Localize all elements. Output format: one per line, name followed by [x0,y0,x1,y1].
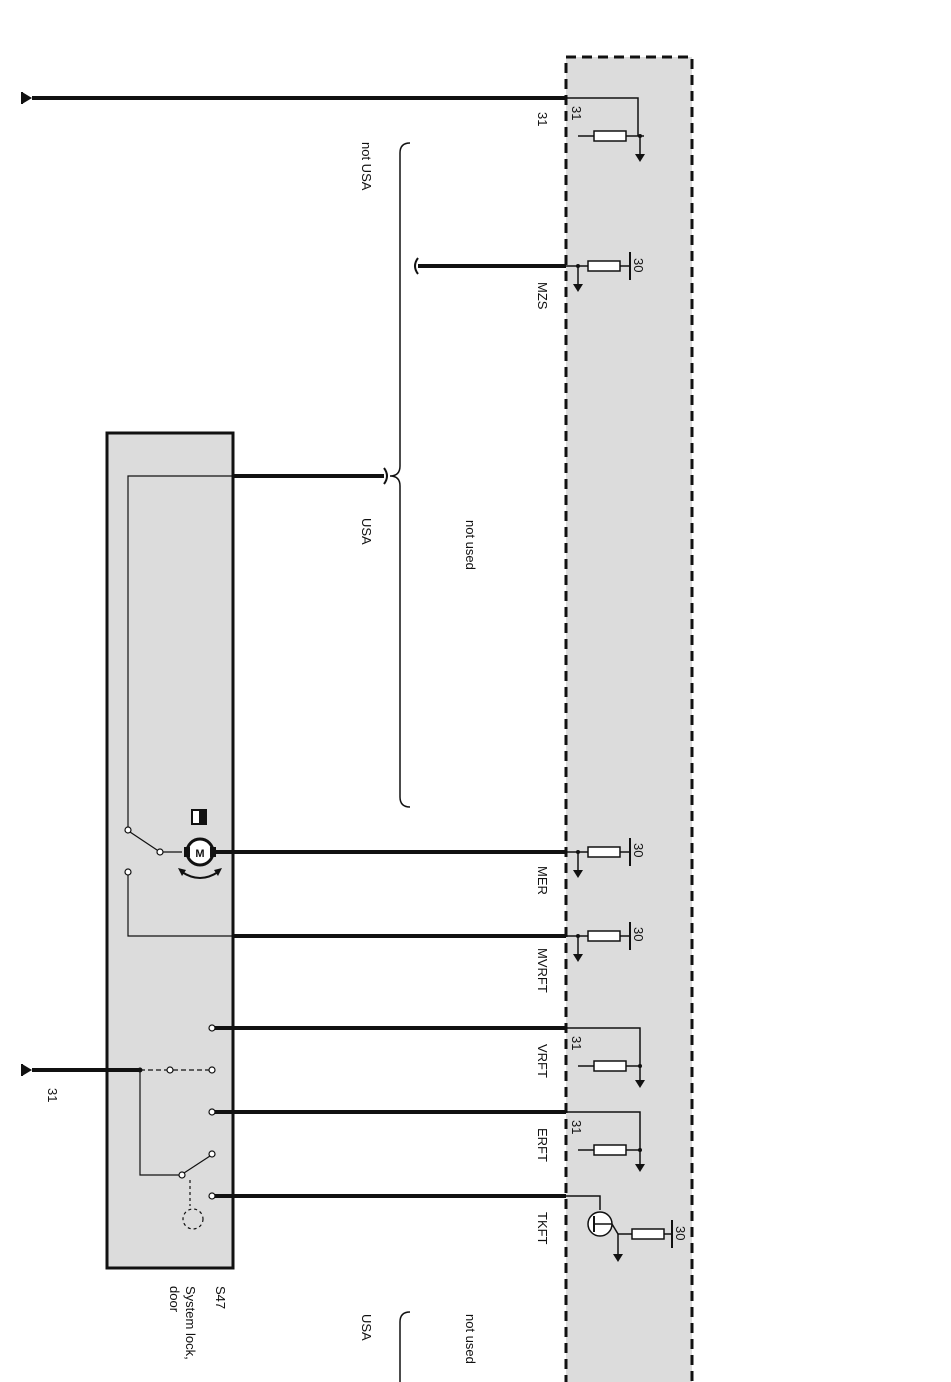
term-31-top: 31 [569,106,584,120]
term-30-mvrft: 30 [631,927,646,941]
label-erft: ERFT [535,1128,550,1162]
motor-icon: M [178,809,222,879]
label-not-used-bottom: not used [463,1314,478,1364]
label-s47-code: S47 [213,1286,228,1309]
label-mer: MER [535,866,550,895]
vrft-wire [215,1026,645,1088]
label-tkft: TKFT [535,1212,550,1245]
term-31-vrft: 31 [569,1036,584,1050]
label-usa-bottom: USA [359,1314,374,1341]
term-30-mer: 30 [631,843,646,857]
label-not-used: not used [463,520,478,570]
label-mzs: MZS [535,282,550,310]
label-s47-name-2: door [167,1286,182,1313]
tkft-wire [215,1194,673,1262]
term-30-mzs: 30 [631,258,646,272]
erft-wire [215,1110,645,1172]
variant-bracket [389,142,411,808]
svg-text:M: M [195,848,204,860]
mer-wire [216,838,631,878]
label-not-usa: not USA [359,142,374,191]
ground-wire-31-top [21,92,645,162]
mvrft-wire [233,922,631,962]
usa-wire [233,467,388,485]
term-30-tkft: 30 [673,1226,688,1240]
ground-wire-31-left [21,1064,140,1076]
label-31-left: 31 [45,1088,60,1102]
label-vrft: VRFT [535,1044,550,1078]
term-31-erft: 31 [569,1120,584,1134]
variant-bracket-bottom [399,1311,411,1382]
label-usa: USA [359,518,374,545]
label-31-top: 31 [535,112,550,126]
s47-internal-wiring [124,475,233,937]
label-mvrft: MVRFT [535,948,550,993]
mzs-wire [414,252,631,292]
label-s47-name: System lock, [183,1286,198,1360]
